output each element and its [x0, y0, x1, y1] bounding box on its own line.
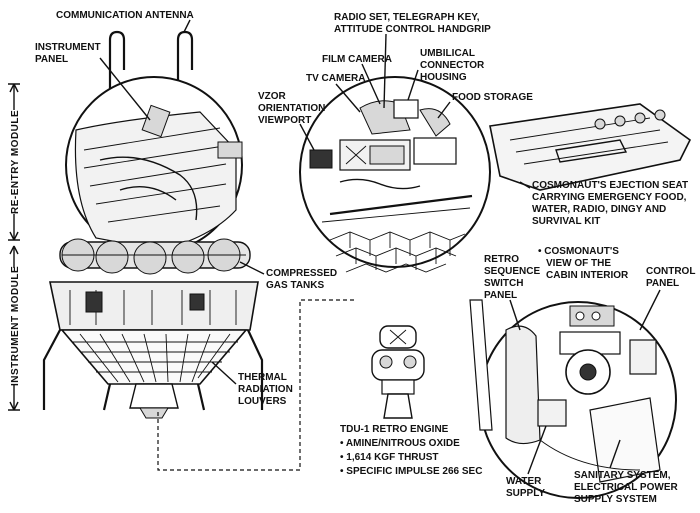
cabin-cutaway [299, 76, 491, 273]
communication-antenna-label: COMMUNICATION ANTENNA [56, 10, 194, 21]
louvers-label-line1: THERMAL [238, 372, 287, 383]
tdu-1-engine-diagram [157, 299, 425, 471]
cabin-view-label-line1: • COSMONAUT'S [538, 246, 619, 257]
louvers-label-line2: RADIATION [238, 384, 293, 395]
thermal-louvers [60, 329, 248, 385]
retro-nozzle [129, 383, 179, 409]
sanitary-label-line1: SANITARY SYSTEM, [574, 470, 671, 481]
gas-tanks [59, 238, 251, 275]
control-panel-label-line1: CONTROL [646, 266, 695, 277]
retro-panel-label-line1: RETRO [484, 254, 519, 265]
cabin-view-label-line2: VIEW OF THE [546, 258, 611, 269]
instrument-module-label: INSTRUMENT MODULE [10, 266, 21, 386]
ejection-seat-label-line1: COSMONAUT'S EJECTION SEAT [532, 180, 688, 191]
water-supply-tank [537, 399, 567, 427]
ejection-seat-label-line3: WATER, RADIO, DINGY AND [532, 204, 666, 215]
engine-spec-3: • SPECIFIC IMPULSE 266 SEC [340, 466, 482, 477]
food-storage-label: FOOD STORAGE [452, 92, 533, 103]
engine-spec-1: • AMINE/NITROUS OXIDE [340, 438, 460, 449]
ejection-seat-label-line2: CARRYING EMERGENCY FOOD, [532, 192, 687, 203]
umbilical-label-line1: UMBILICAL [420, 48, 475, 59]
cabin-view-label-line3: CABIN INTERIOR [546, 270, 629, 281]
radio-set-label-line2: ATTITUDE CONTROL HANDGRIP [334, 24, 491, 35]
module-dimension-arrows [6, 83, 22, 411]
gas-tanks-label-line2: GAS TANKS [266, 280, 324, 291]
water-supply-label-line1: WATER [506, 476, 542, 487]
radio-set-label-line1: RADIO SET, TELEGRAPH KEY, [334, 12, 480, 23]
vzor-label-line2: ORIENTATION [258, 103, 325, 114]
ejection-seat-label-line4: SURVIVAL KIT [532, 216, 600, 227]
tv-camera-label: TV CAMERA [306, 73, 365, 84]
engine-spec-2: • 1,614 KGF THRUST [340, 452, 439, 463]
vzor-label-line3: VIEWPORT [258, 115, 311, 126]
umbilical-label-line3: HOUSING [420, 72, 467, 83]
vzor-label-line1: VZOR [258, 91, 287, 102]
instrument-panel-label-line2: PANEL [35, 54, 68, 65]
engine-title: TDU-1 RETRO ENGINE [340, 424, 449, 435]
louvers-label-line3: LOUVERS [238, 396, 287, 407]
sanitary-label-line2: ELECTRICAL POWER [574, 482, 678, 493]
instrument-panel-label-line1: INSTRUMENT [35, 42, 101, 53]
re-entry-module-label: RE-ENTRY MODULE [10, 110, 21, 214]
ejection-seat [489, 103, 692, 191]
vzor-viewport [309, 149, 333, 169]
instrument-module-body [49, 281, 259, 331]
film-camera-label: FILM CAMERA [322, 54, 392, 65]
gas-tanks-label-line1: COMPRESSED [266, 268, 337, 279]
sanitary-label-line3: SUPPLY SYSTEM [574, 494, 657, 505]
cabin-interior-view [469, 299, 677, 499]
retro-panel-label-line3: SWITCH [484, 278, 523, 289]
water-supply-label-line2: SUPPLY [506, 488, 545, 499]
umbilical-label-line2: CONNECTOR [420, 60, 485, 71]
retro-panel-label-line4: PANEL [484, 290, 517, 301]
retro-panel-label-line2: SEQUENCE [484, 266, 540, 277]
spacecraft-exterior [42, 30, 264, 419]
control-panel-label-line2: PANEL [646, 278, 679, 289]
